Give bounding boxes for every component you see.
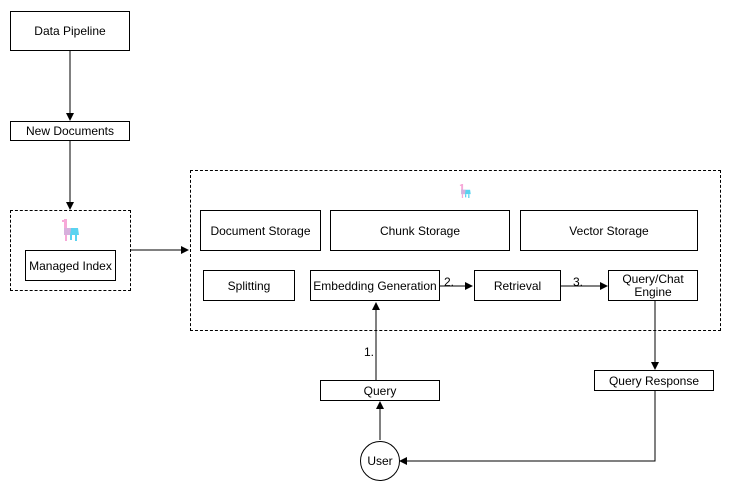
query-chat-engine-line1: Query/Chat bbox=[622, 271, 684, 286]
step-label-3: 3. bbox=[573, 275, 584, 289]
retrieval-node: Retrieval bbox=[474, 270, 561, 301]
platform-group bbox=[190, 170, 721, 331]
step-label-1: 1. bbox=[364, 345, 375, 359]
query-node: Query bbox=[320, 380, 440, 401]
edge-query-response-to-user bbox=[399, 391, 656, 465]
embedding-generation-node: Embedding Generation bbox=[310, 270, 440, 301]
vector-storage-node: Vector Storage bbox=[520, 210, 698, 251]
chunk-storage-node: Chunk Storage bbox=[330, 210, 510, 251]
user-node: User bbox=[360, 441, 400, 481]
query-response-node: Query Response bbox=[594, 370, 714, 391]
document-storage-node: Document Storage bbox=[200, 210, 321, 251]
llama-logo-icon bbox=[62, 219, 79, 241]
platform-llama-logo-icon bbox=[459, 184, 471, 198]
new-documents-node: New Documents bbox=[10, 121, 130, 141]
splitting-node: Splitting bbox=[203, 270, 295, 301]
query-chat-engine-node: Query/Chat Engine bbox=[608, 270, 698, 301]
data-pipeline-node: Data Pipeline bbox=[10, 11, 130, 51]
managed-index-group bbox=[10, 210, 131, 291]
step-label-2: 2. bbox=[444, 275, 455, 289]
managed-index-node: Managed Index bbox=[25, 250, 116, 281]
query-chat-engine-line2: Engine bbox=[634, 284, 672, 299]
